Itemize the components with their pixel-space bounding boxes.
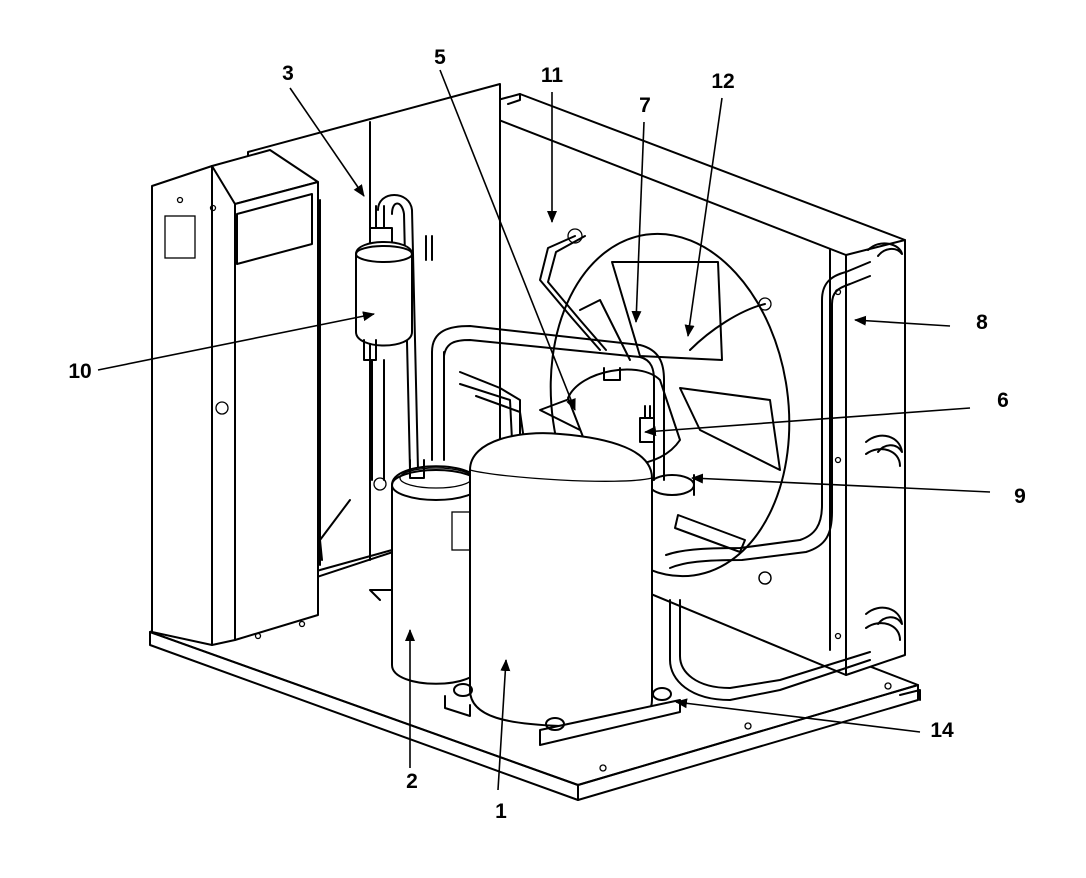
service-valves	[639, 405, 746, 553]
callout-6: 6	[997, 389, 1009, 412]
callout-2: 2	[406, 770, 418, 793]
callout-7: 7	[639, 94, 651, 117]
base-plate	[149, 519, 921, 801]
callout-10: 10	[68, 360, 91, 383]
fan-assembly	[539, 232, 791, 585]
callout-8: 8	[976, 311, 988, 334]
callout-5: 5	[434, 46, 446, 69]
control-box	[151, 149, 319, 646]
leader-lines	[97, 69, 991, 791]
leader-14	[675, 698, 921, 733]
callout-14: 14	[930, 719, 954, 742]
callout-3: 3	[282, 62, 294, 85]
compressor-feet	[444, 683, 681, 746]
callout-12: 12	[711, 70, 734, 93]
callout-9: 9	[1014, 485, 1026, 508]
leader-5	[439, 69, 576, 411]
callout-labels: 3 5 11 7 12 8 10 6 9 14 2 1	[68, 46, 1026, 823]
coil-hairpins	[865, 242, 903, 641]
leader-12	[684, 97, 723, 337]
leader-8	[854, 315, 951, 327]
leader-3	[289, 87, 365, 197]
refrigerant-piping	[431, 228, 871, 701]
leader-1	[497, 659, 511, 791]
leader-6	[644, 407, 971, 437]
callout-1: 1	[495, 800, 507, 823]
compressor	[469, 432, 653, 728]
leader-7	[631, 121, 645, 323]
leader-9	[691, 473, 991, 493]
leader-10	[97, 311, 375, 371]
callout-11: 11	[541, 64, 564, 87]
